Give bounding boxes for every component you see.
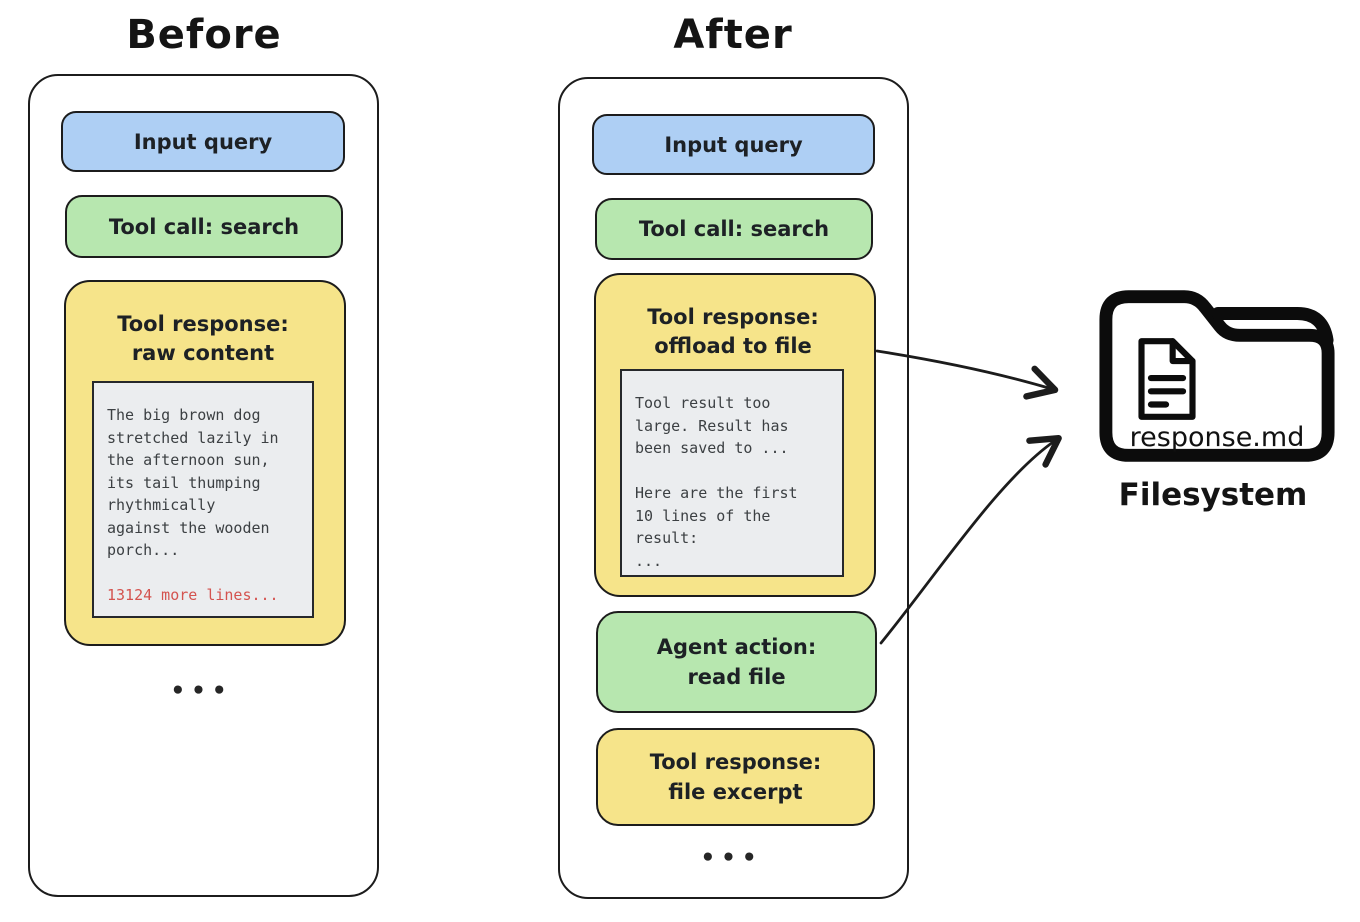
before-ellipsis: ••• xyxy=(170,678,233,704)
before-more-lines-text: 13124 more lines... xyxy=(107,585,279,604)
before-tool-call-box: Tool call: search xyxy=(65,195,343,258)
before-tool-response-title: Tool response: raw content xyxy=(117,312,289,365)
after-offload-title: Tool response: offload to file xyxy=(647,305,819,358)
filesystem-file-name: response.md xyxy=(1129,422,1305,453)
after-tool-call-box: Tool call: search xyxy=(595,198,873,260)
after-agent-action-box: Agent action: read file xyxy=(596,611,877,713)
after-title: After xyxy=(673,12,793,58)
after-offload-code: Tool result too large. Result has been s… xyxy=(620,369,844,577)
before-input-query-box: Input query xyxy=(61,111,345,172)
before-raw-content-code: The big brown dog stretched lazily in th… xyxy=(92,381,314,618)
filesystem-label: Filesystem xyxy=(1118,477,1308,513)
after-input-query-box: Input query xyxy=(592,114,875,175)
document-icon xyxy=(1133,332,1201,426)
before-title: Before xyxy=(126,12,282,58)
after-ellipsis: ••• xyxy=(700,845,763,871)
before-code-text: The big brown dog stretched lazily in th… xyxy=(107,406,279,559)
after-file-excerpt-box: Tool response: file excerpt xyxy=(596,728,875,826)
folder-icon xyxy=(1093,283,1341,469)
